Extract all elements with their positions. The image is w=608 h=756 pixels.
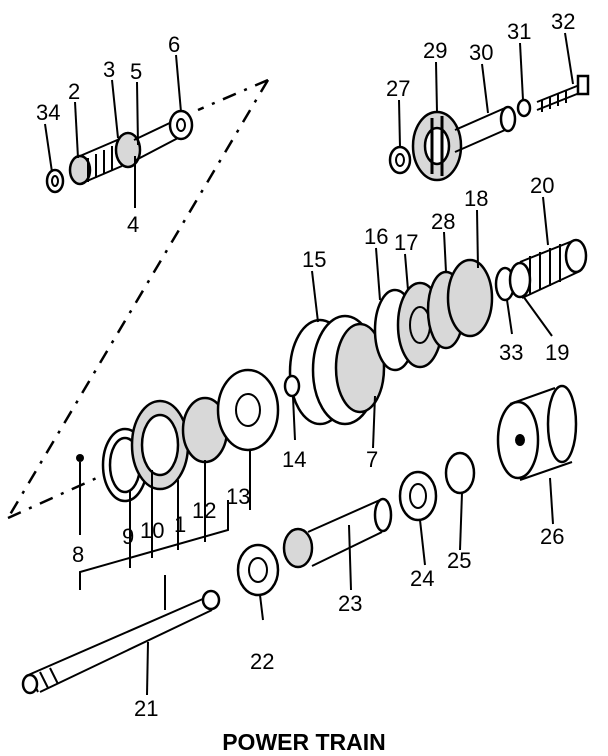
part-label-28: 28	[431, 209, 455, 234]
part-label-14: 14	[282, 447, 306, 472]
counter-gear-assembly	[388, 74, 590, 182]
part-label-32: 32	[551, 9, 575, 34]
part-label-26: 26	[540, 524, 564, 549]
part-label-20: 20	[530, 173, 554, 198]
pinion-shaft-assembly	[45, 109, 194, 194]
part-label-22: 22	[250, 649, 274, 674]
leader-lines	[44, 32, 574, 696]
part-label-17: 17	[394, 230, 418, 255]
phantom-outline	[6, 78, 270, 520]
part-label-24: 24	[410, 566, 434, 591]
part-label-10: 10	[140, 518, 164, 543]
part-label-6: 6	[168, 32, 180, 57]
main-shaft-assembly	[288, 238, 588, 426]
part-label-34: 34	[36, 100, 60, 125]
part-label-18: 18	[464, 186, 488, 211]
part-label-27: 27	[386, 76, 410, 101]
part-label-3: 3	[103, 57, 115, 82]
part-label-33: 33	[499, 340, 523, 365]
part-label-16: 16	[364, 224, 388, 249]
part-label-19: 19	[545, 340, 569, 365]
part-label-15: 15	[302, 247, 326, 272]
diagram-title: POWER TRAIN	[222, 729, 386, 755]
part-label-29: 29	[423, 38, 447, 63]
part-label-30: 30	[469, 40, 493, 65]
part-label-21: 21	[134, 696, 158, 721]
part-labels: 34 2 3 5 6 4 27 29 30 31 32 20 18 28 17 …	[36, 9, 575, 721]
part-label-9: 9	[122, 524, 134, 549]
output-shaft-assembly	[21, 384, 578, 695]
part-label-23: 23	[338, 591, 362, 616]
part-label-12: 12	[192, 498, 216, 523]
part-label-13: 13	[226, 484, 250, 509]
part-label-5: 5	[130, 59, 142, 84]
part-label-1: 1	[174, 512, 186, 537]
part-label-8: 8	[72, 542, 84, 567]
part-label-31: 31	[507, 19, 531, 44]
part-label-2: 2	[68, 79, 80, 104]
part-label-25: 25	[447, 548, 471, 573]
planetary-assembly	[76, 368, 301, 503]
part-label-7: 7	[366, 447, 378, 472]
part-label-4: 4	[127, 212, 139, 237]
